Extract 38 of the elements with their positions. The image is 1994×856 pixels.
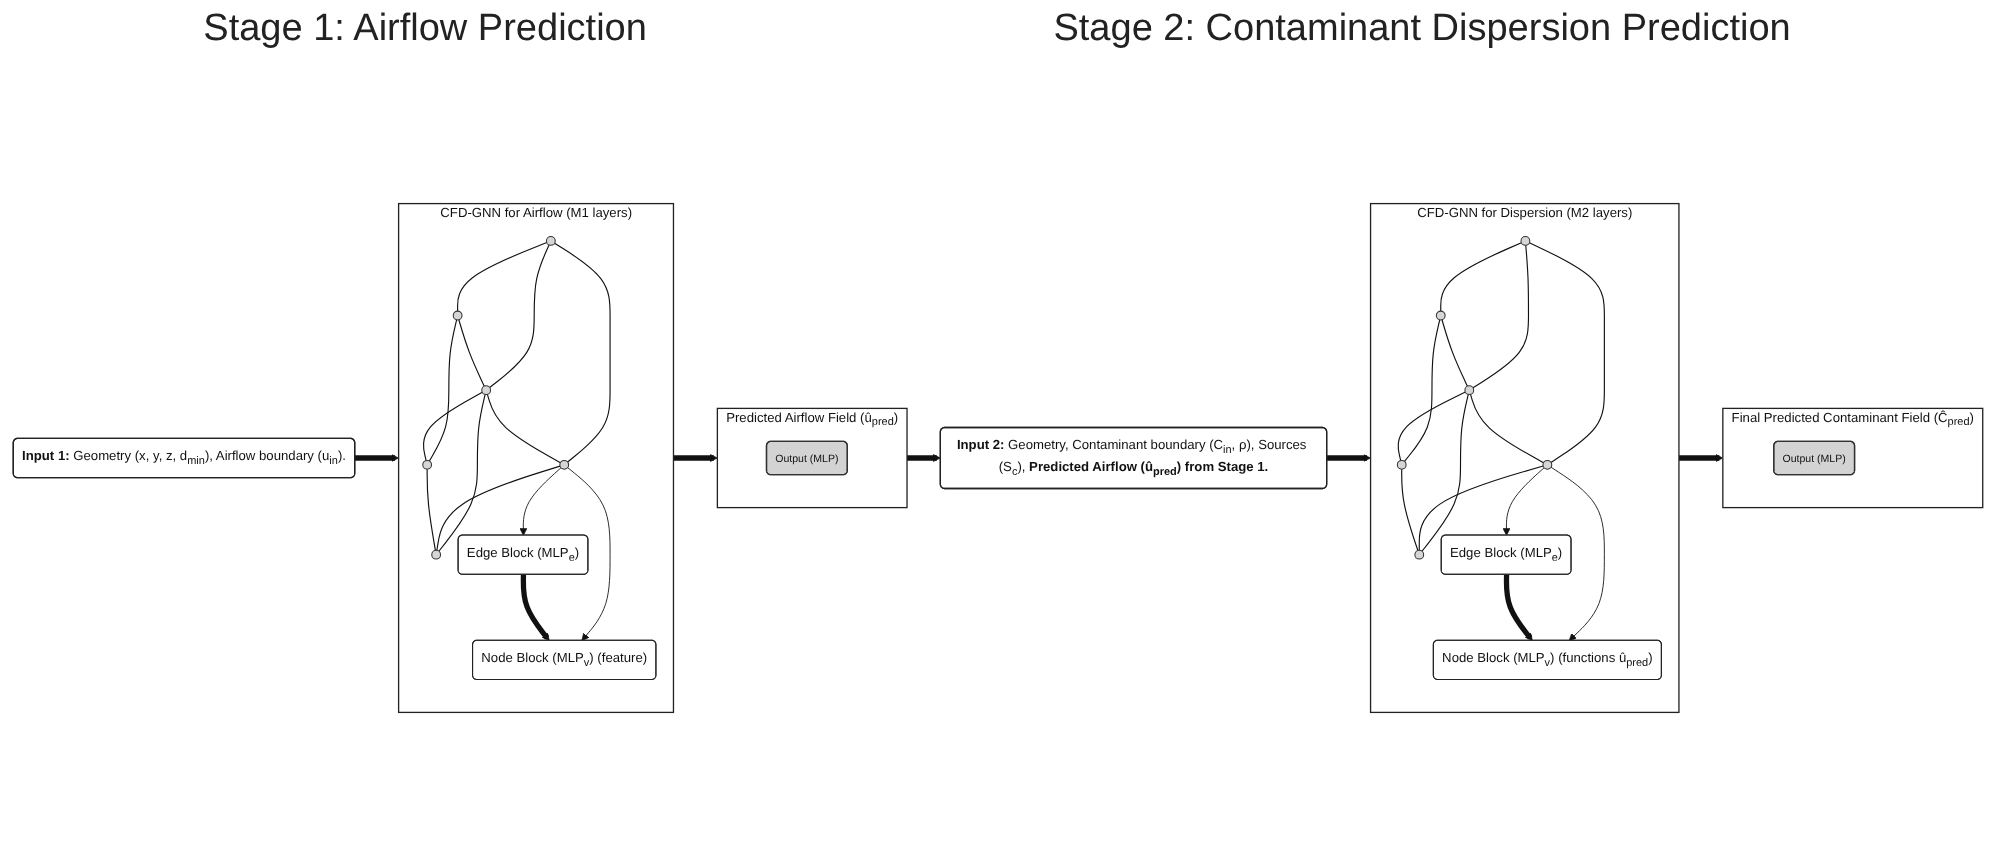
- node-circle: [1463, 385, 1474, 396]
- connector: [485, 393, 560, 464]
- node-circle: [544, 236, 555, 246]
- node-circle: [451, 310, 462, 321]
- arrow: [353, 454, 398, 462]
- connector: [1527, 242, 1604, 463]
- connector: [437, 393, 485, 552]
- node-circle: [1395, 459, 1406, 470]
- arrow: [672, 454, 717, 462]
- arrow: [519, 574, 549, 641]
- connector: [1400, 468, 1418, 552]
- node-circle: [1541, 459, 1552, 470]
- connector: [1440, 319, 1467, 387]
- connector: [1420, 393, 1468, 552]
- node-circle: [1413, 549, 1424, 560]
- connector: [1402, 319, 1440, 462]
- connector: [488, 244, 549, 389]
- stage-heading: Stage 2: Contaminant Dispersion Prediction: [1053, 8, 1791, 52]
- arrow: [1502, 574, 1532, 641]
- connector: [427, 319, 457, 462]
- connector: [425, 468, 435, 551]
- connector: [457, 319, 484, 387]
- node-circle: [558, 459, 569, 470]
- connector: [553, 242, 610, 463]
- arrow: [1325, 454, 1370, 462]
- node-circle: [430, 549, 441, 560]
- connector: [1468, 393, 1544, 464]
- node-circle: [421, 459, 432, 470]
- node-circle: [1434, 310, 1445, 321]
- arrow: [1677, 454, 1723, 462]
- connector: [421, 391, 482, 462]
- connector: [1439, 242, 1521, 312]
- connector: [1471, 244, 1529, 389]
- node-circle: [1519, 236, 1530, 246]
- connector: [456, 241, 547, 312]
- connector: [1396, 391, 1465, 462]
- node-circle: [480, 385, 491, 396]
- stage-heading: Stage 1: Airflow Prediction: [203, 8, 647, 52]
